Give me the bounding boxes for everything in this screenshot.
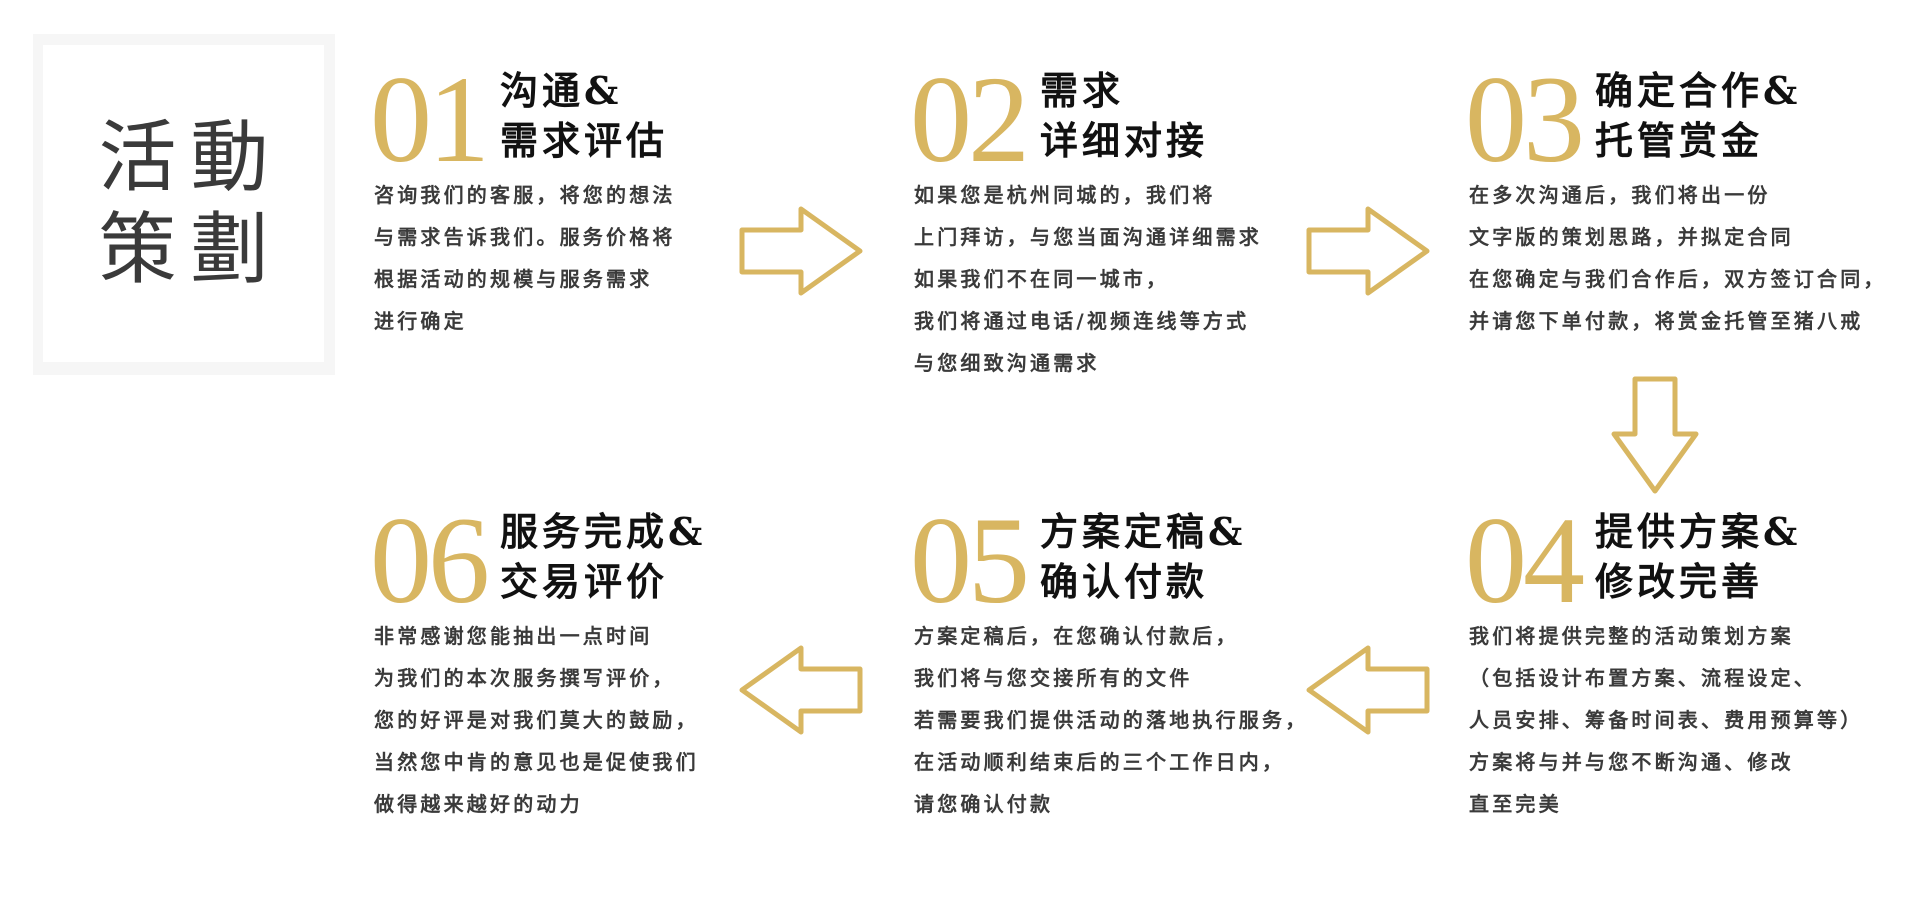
step-title-line: 交易评价 xyxy=(500,559,669,604)
step-title: 确定合作& 托管赏金 xyxy=(1595,66,1801,166)
title-line-2: 策劃 xyxy=(98,204,283,295)
description-line: 如果我们不在同一城市， xyxy=(914,267,1170,291)
step-title: 服务完成& 交易评价 xyxy=(500,507,706,607)
description-line: 上门拜访，与您当面沟通详细需求 xyxy=(914,225,1262,249)
step-number: 04 xyxy=(1465,492,1585,629)
step-number: 03 xyxy=(1465,51,1585,188)
description-line: 请您确认付款 xyxy=(914,792,1054,816)
description-line: 方案定稿后，在您确认付款后， xyxy=(914,624,1239,648)
step-title-line: 确定合作& xyxy=(1595,68,1802,113)
step-06: 06 服务完成& 交易评价 非常感谢您能抽出一点时间 为我们的本次服务撰写评价，… xyxy=(370,492,706,817)
step-description: 我们将提供完整的活动策划方案 （包括设计布置方案、流程设定、 人员安排、筹备时间… xyxy=(1469,615,1863,825)
description-line: （包括设计布置方案、流程设定、 xyxy=(1469,666,1817,690)
description-line: 在多次沟通后，我们将出一份 xyxy=(1469,183,1771,207)
step-header: 02 需求 详细对接 xyxy=(910,51,1208,188)
step-title-line: 修改完善 xyxy=(1595,559,1764,604)
description-line: 与需求告诉我们。服务价格将 xyxy=(374,225,676,249)
description-line: 您的好评是对我们莫大的鼓励， xyxy=(374,708,699,732)
arrow-right-icon xyxy=(737,204,865,298)
step-title: 方案定稿& 确认付款 xyxy=(1040,507,1246,607)
description-line: 我们将提供完整的活动策划方案 xyxy=(1469,624,1794,648)
description-line: 咨询我们的客服，将您的想法 xyxy=(374,183,676,207)
step-title-line: 需求 xyxy=(1040,68,1125,113)
description-line: 方案将与并与您不断沟通、修改 xyxy=(1469,750,1794,774)
description-line: 与您细致沟通需求 xyxy=(914,351,1100,375)
arrow-right-icon xyxy=(1304,204,1432,298)
description-line: 并请您下单付款，将赏金托管至猪八戒 xyxy=(1469,309,1864,333)
arrow-left-icon xyxy=(1304,643,1432,737)
arrow-down-icon xyxy=(1609,374,1701,496)
step-title-line: 需求评估 xyxy=(500,118,669,163)
step-description: 非常感谢您能抽出一点时间 为我们的本次服务撰写评价， 您的好评是对我们莫大的鼓励… xyxy=(374,615,699,825)
step-description: 如果您是杭州同城的，我们将 上门拜访，与您当面沟通详细需求 如果我们不在同一城市… xyxy=(914,174,1262,384)
step-title: 沟通& 需求评估 xyxy=(500,66,668,166)
step-title-line: 提供方案& xyxy=(1595,509,1802,554)
step-number: 06 xyxy=(370,492,490,629)
description-line: 如果您是杭州同城的，我们将 xyxy=(914,183,1216,207)
step-header: 01 沟通& 需求评估 xyxy=(370,51,668,188)
description-line: 在活动顺利结束后的三个工作日内， xyxy=(914,750,1286,774)
step-title-line: 服务完成& xyxy=(500,509,707,554)
step-02: 02 需求 详细对接 如果您是杭州同城的，我们将 上门拜访，与您当面沟通详细需求… xyxy=(910,51,1259,376)
step-01: 01 沟通& 需求评估 咨询我们的客服，将您的想法 与需求告诉我们。服务价格将 … xyxy=(370,51,672,334)
description-line: 文字版的策划思路，并拟定合同 xyxy=(1469,225,1794,249)
step-description: 在多次沟通后，我们将出一份 文字版的策划思路，并拟定合同 在您确定与我们合作后，… xyxy=(1469,174,1887,342)
step-header: 05 方案定稿& 确认付款 xyxy=(910,492,1246,629)
step-header: 04 提供方案& 修改完善 xyxy=(1465,492,1801,629)
description-line: 做得越来越好的动力 xyxy=(374,792,583,816)
step-04: 04 提供方案& 修改完善 我们将提供完整的活动策划方案 （包括设计布置方案、流… xyxy=(1465,492,1860,817)
step-number: 02 xyxy=(910,51,1030,188)
step-number: 05 xyxy=(910,492,1030,629)
step-title-line: 沟通& xyxy=(500,68,623,113)
step-title: 需求 详细对接 xyxy=(1040,66,1208,166)
step-title-line: 详细对接 xyxy=(1040,118,1209,163)
step-03: 03 确定合作& 托管赏金 在多次沟通后，我们将出一份 文字版的策划思路，并拟定… xyxy=(1465,51,1883,334)
arrow-left-icon xyxy=(737,643,865,737)
step-number: 01 xyxy=(370,51,490,188)
description-line: 当然您中肯的意见也是促使我们 xyxy=(374,750,699,774)
step-05: 05 方案定稿& 确认付款 方案定稿后，在您确认付款后， 我们将与您交接所有的文… xyxy=(910,492,1305,817)
title-frame: 活動 策劃 xyxy=(33,34,335,375)
description-line: 我们将与您交接所有的文件 xyxy=(914,666,1193,690)
step-title-line: 方案定稿& xyxy=(1040,509,1247,554)
title-line-1: 活動 xyxy=(98,112,283,203)
description-line: 根据活动的规模与服务需求 xyxy=(374,267,653,291)
description-line: 进行确定 xyxy=(374,309,467,333)
description-line: 为我们的本次服务撰写评价， xyxy=(374,666,676,690)
step-title-line: 确认付款 xyxy=(1040,559,1209,604)
description-line: 非常感谢您能抽出一点时间 xyxy=(374,624,653,648)
step-header: 03 确定合作& 托管赏金 xyxy=(1465,51,1801,188)
description-line: 直至完美 xyxy=(1469,792,1562,816)
description-line: 在您确定与我们合作后，双方签订合同， xyxy=(1469,267,1887,291)
step-description: 方案定稿后，在您确认付款后， 我们将与您交接所有的文件 若需要我们提供活动的落地… xyxy=(914,615,1308,825)
step-title: 提供方案& 修改完善 xyxy=(1595,507,1801,607)
description-line: 我们将通过电话/视频连线等方式 xyxy=(914,309,1250,333)
title-inner: 活動 策劃 xyxy=(43,45,324,362)
description-line: 人员安排、筹备时间表、费用预算等） xyxy=(1469,708,1864,732)
step-header: 06 服务完成& 交易评价 xyxy=(370,492,706,629)
description-line: 若需要我们提供活动的落地执行服务， xyxy=(914,708,1309,732)
step-title-line: 托管赏金 xyxy=(1595,118,1764,163)
step-description: 咨询我们的客服，将您的想法 与需求告诉我们。服务价格将 根据活动的规模与服务需求… xyxy=(374,174,676,342)
